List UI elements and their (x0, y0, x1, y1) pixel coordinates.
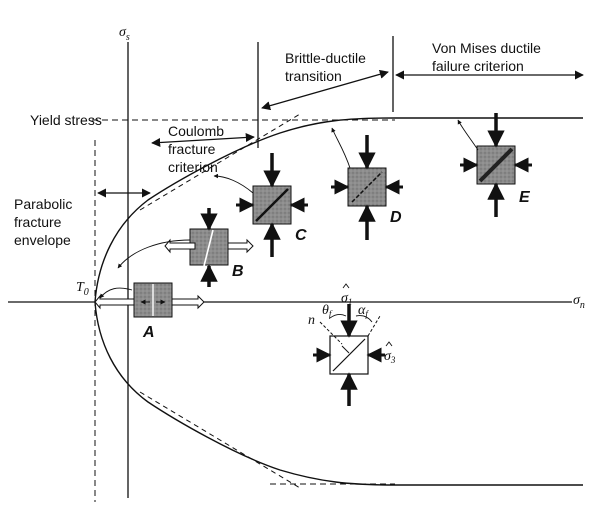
sigma1-hat (342, 283, 350, 289)
sample-e-label: E (519, 189, 531, 206)
coulomb-line-upper (139, 113, 301, 211)
inset-theta-label: θf (322, 303, 333, 319)
inset-sigma1-label: σ1 (341, 291, 352, 307)
brittle-range-arrow (261, 69, 389, 111)
sample-c (236, 153, 308, 257)
inset-alpha-label: αf (358, 303, 369, 319)
t0-label: T0 (76, 280, 89, 298)
vonmises-label-1: Von Mises ductile (432, 40, 541, 56)
coulomb-range-arrow (151, 132, 255, 148)
parabolic-label-2: fracture (14, 214, 62, 230)
sample-c-label: C (295, 227, 307, 244)
coulomb-label-2: fracture (168, 141, 216, 157)
inset-stress-element (313, 304, 385, 406)
sample-b-label: B (232, 263, 244, 280)
sample-d-label: D (390, 209, 402, 226)
parabolic-label-1: Parabolic (14, 196, 72, 212)
sigma-n-label: σn (573, 293, 585, 311)
sample-a-label: A (142, 324, 155, 341)
yield-stress-label: Yield stress (30, 112, 102, 128)
coulomb-line-lower (139, 391, 301, 489)
sigma-s-label: σs (119, 25, 130, 43)
inset-sigma3-label: σ3 (384, 349, 396, 365)
sigma3-hat (385, 341, 393, 347)
sample-d (331, 135, 403, 240)
parabolic-label-3: envelope (14, 232, 71, 248)
coulomb-label-1: Coulomb (168, 123, 224, 139)
upper-envelope-curve (94, 117, 583, 303)
sample-a (94, 282, 205, 318)
sample-e (460, 113, 532, 217)
coulomb-label-3: criterion (168, 159, 218, 175)
brittle-label-2: transition (285, 68, 342, 84)
inset-n-label: n (308, 313, 315, 328)
brittle-label-1: Brittle-ductile (285, 50, 366, 66)
vonmises-label-2: failure criterion (432, 58, 524, 74)
sample-b (164, 208, 254, 287)
lower-envelope-curve (94, 301, 583, 486)
